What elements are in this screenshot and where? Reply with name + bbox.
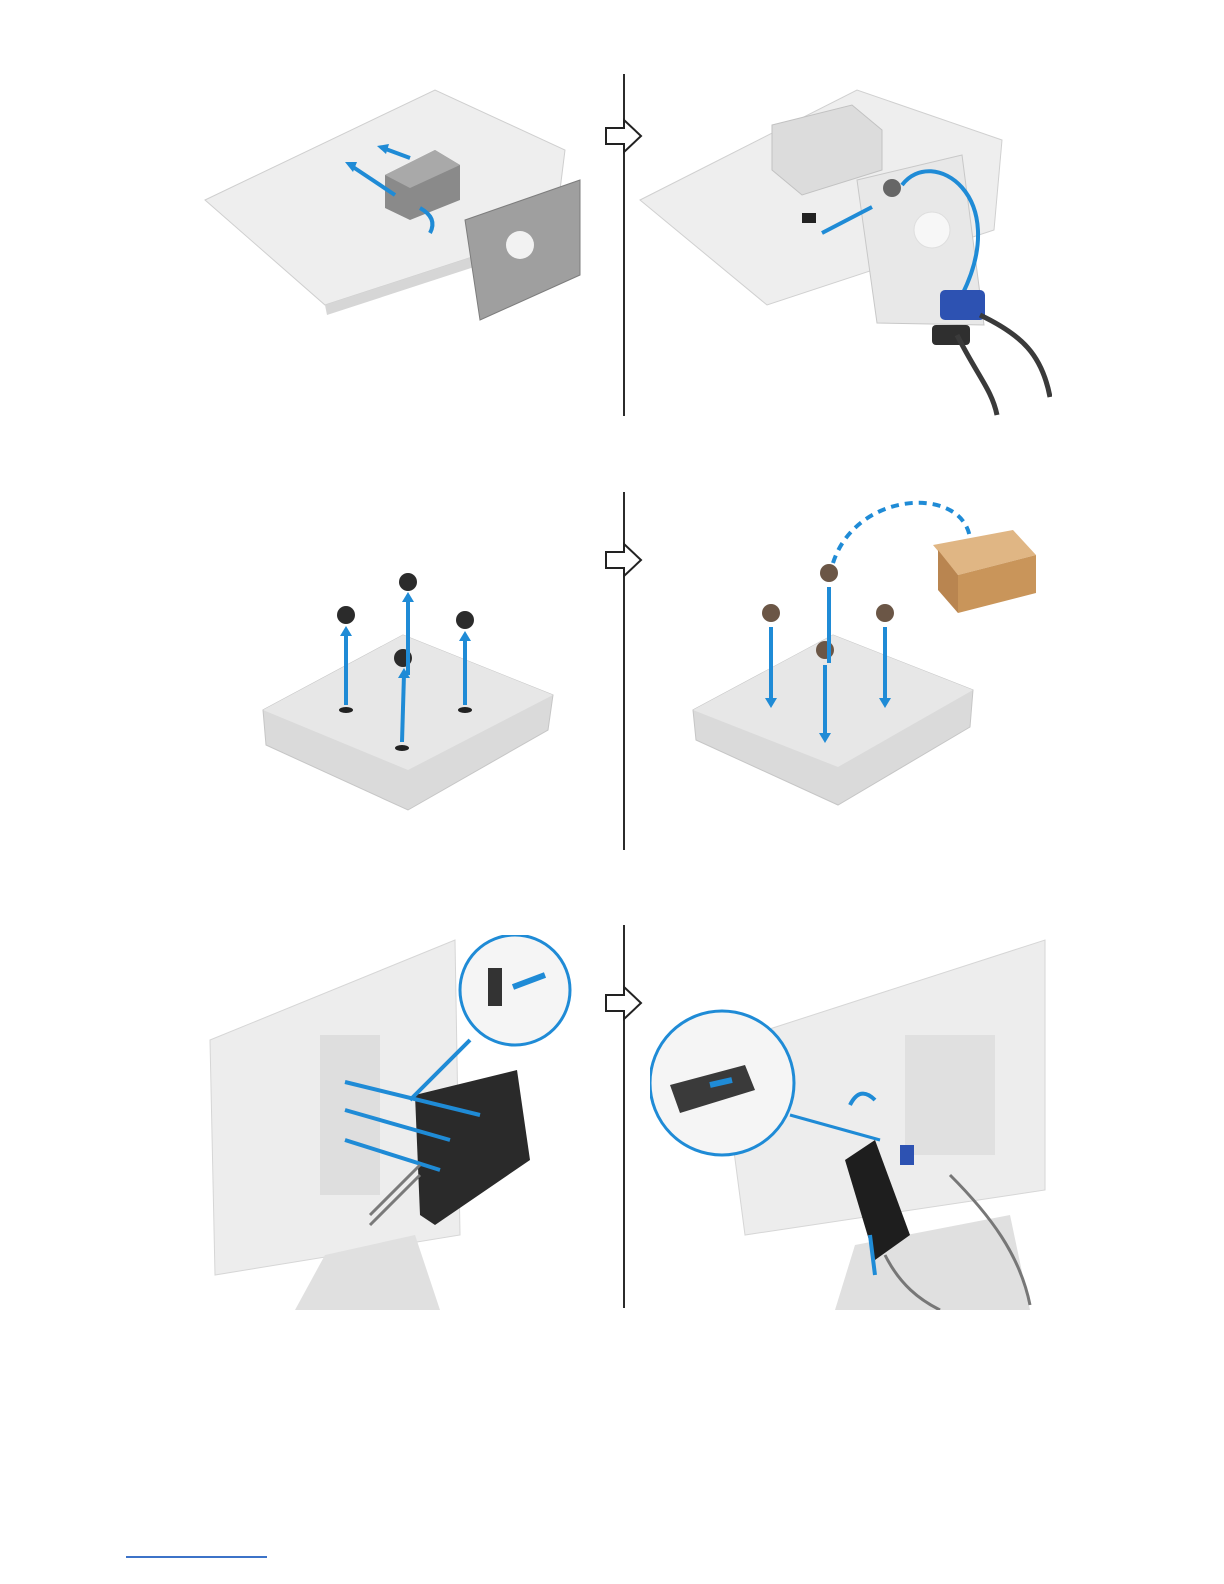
step-3-left-illustration [205, 935, 575, 1310]
step-2-right-illustration [688, 495, 1043, 840]
footer-link-underline[interactable] [126, 1556, 267, 1558]
step-1-right-illustration [632, 85, 1052, 420]
next-step-arrow-icon [604, 542, 644, 578]
step-3-right-illustration [650, 935, 1050, 1310]
step-1-left-illustration [195, 80, 595, 340]
step-3-divider [623, 925, 625, 1308]
next-step-arrow-icon [604, 985, 644, 1021]
step-2-left-illustration [258, 570, 558, 840]
